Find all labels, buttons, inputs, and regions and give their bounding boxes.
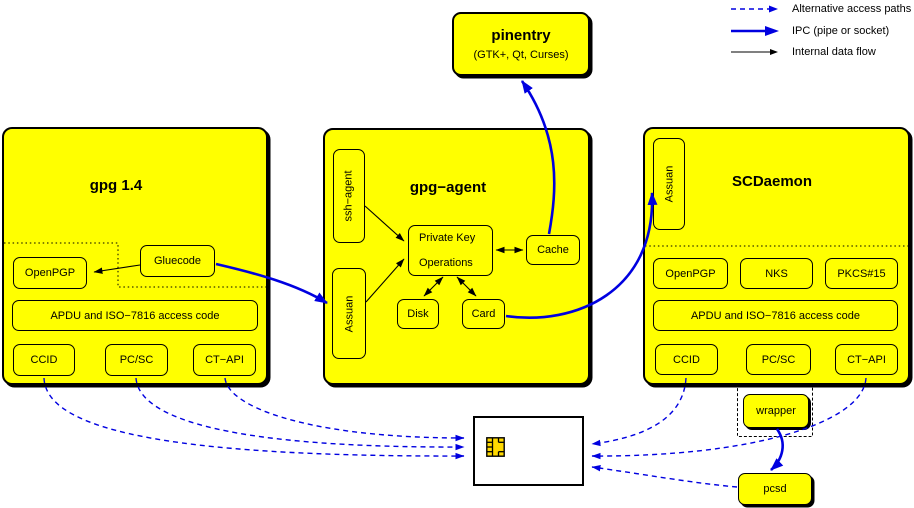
legend-ipc-label: IPC (pipe or socket) xyxy=(792,25,890,37)
cache-label: Cache xyxy=(537,244,569,256)
gpg14-openpgp-label: OpenPGP xyxy=(24,267,76,279)
scdaemon-assuan-label: Assuan xyxy=(663,165,676,203)
gpg-agent-title: gpg−agent xyxy=(409,179,487,196)
scdaemon-pcsc-label: PC/SC xyxy=(761,353,796,366)
legend-alternative-label: Alternative access paths xyxy=(792,3,912,15)
card-label: Card xyxy=(471,308,496,320)
wrapper-label: wrapper xyxy=(756,405,796,417)
alt-path-scdaemon-ccid-to-card xyxy=(591,377,687,447)
gpg-agent-assuan-label: Assuan xyxy=(343,295,356,332)
scdaemon-apdu-label: APDU and ISO−7816 access code xyxy=(690,309,861,322)
gpg14-ccid-label: CCID xyxy=(30,354,58,366)
scdaemon-box xyxy=(643,127,910,385)
gpg14-gluecode-label: Gluecode xyxy=(153,255,202,267)
legend-alternative: Alternative access paths xyxy=(731,3,911,15)
scdaemon-openpgp-box: OpenPGP xyxy=(653,258,728,289)
private-key-operations-line1: Private Key xyxy=(419,232,476,244)
legend-ipc: IPC (pipe or socket) xyxy=(731,25,889,37)
scdaemon-pkcs15-label: PKCS#15 xyxy=(837,267,886,280)
scdaemon-pkcs15-box: PKCS#15 xyxy=(825,258,898,289)
smartcard xyxy=(473,416,584,486)
private-key-operations-line2: Operations xyxy=(419,257,473,269)
scdaemon-title: SCDaemon xyxy=(731,173,813,190)
scdaemon-openpgp-label: OpenPGP xyxy=(665,267,716,280)
alt-path-gpg14-ctapi-to-card xyxy=(224,377,465,442)
chip-icon xyxy=(486,437,505,457)
scdaemon-ctapi-box: CT−API xyxy=(835,344,898,375)
scdaemon-ccid-box: CCID xyxy=(655,344,718,375)
card-box: Card xyxy=(462,299,505,329)
pinentry-subtitle: (GTK+, Qt, Curses) xyxy=(473,49,569,61)
scdaemon-ctapi-label: CT−API xyxy=(847,353,886,366)
gpg14-ccid-box: CCID xyxy=(13,344,75,376)
cache-box: Cache xyxy=(526,235,580,265)
legend-internal: Internal data flow xyxy=(731,46,876,58)
gpg-agent-ssh-agent-label: ssh−agent xyxy=(343,170,356,222)
alt-path-pcsd-to-card xyxy=(591,465,738,488)
scdaemon-ccid-label: CCID xyxy=(673,353,700,366)
private-key-operations-box: Private Key Operations xyxy=(408,225,493,276)
alt-path-scdaemon-ctapi-to-card xyxy=(591,377,867,460)
gpg-agent-assuan-box: Assuan xyxy=(332,268,366,359)
gpg14-title: gpg 1.4 xyxy=(89,177,143,194)
alt-path-gpg14-ccid-to-card xyxy=(43,377,465,460)
legend-internal-label: Internal data flow xyxy=(792,46,876,58)
alt-path-gpg14-pcsc-to-card xyxy=(135,377,465,451)
gpg14-apdu-label: APDU and ISO−7816 access code xyxy=(50,309,220,322)
pinentry-box: pinentry (GTK+, Qt, Curses) xyxy=(452,12,590,76)
gpg14-apdu-box: APDU and ISO−7816 access code xyxy=(12,300,258,331)
scdaemon-pcsc-box: PC/SC xyxy=(746,344,811,375)
scdaemon-assuan-box: Assuan xyxy=(653,138,685,230)
pcsd-box: pcsd xyxy=(738,473,812,505)
gpg14-pcsc-box: PC/SC xyxy=(105,344,168,376)
pinentry-title: pinentry xyxy=(491,27,551,44)
gpg-agent-ssh-agent-box: ssh−agent xyxy=(333,149,365,243)
wrapper-box: wrapper xyxy=(743,394,809,428)
gpg14-pcsc-label: PC/SC xyxy=(119,354,154,366)
disk-box: Disk xyxy=(397,299,439,329)
gpg14-ctapi-box: CT−API xyxy=(193,344,256,376)
disk-label: Disk xyxy=(407,308,429,320)
scdaemon-nks-label: NKS xyxy=(765,267,788,280)
scdaemon-nks-box: NKS xyxy=(740,258,813,289)
thick-arrow-icon xyxy=(731,26,779,36)
dashed-arrow-icon xyxy=(731,5,778,13)
pcsd-label: pcsd xyxy=(763,483,787,495)
gpg14-openpgp-box: OpenPGP xyxy=(13,257,87,289)
gpg14-gluecode-box: Gluecode xyxy=(140,245,215,277)
gpg14-ctapi-label: CT−API xyxy=(205,354,244,366)
scdaemon-apdu-box: APDU and ISO−7816 access code xyxy=(653,300,898,331)
thin-arrow-icon xyxy=(731,49,778,55)
